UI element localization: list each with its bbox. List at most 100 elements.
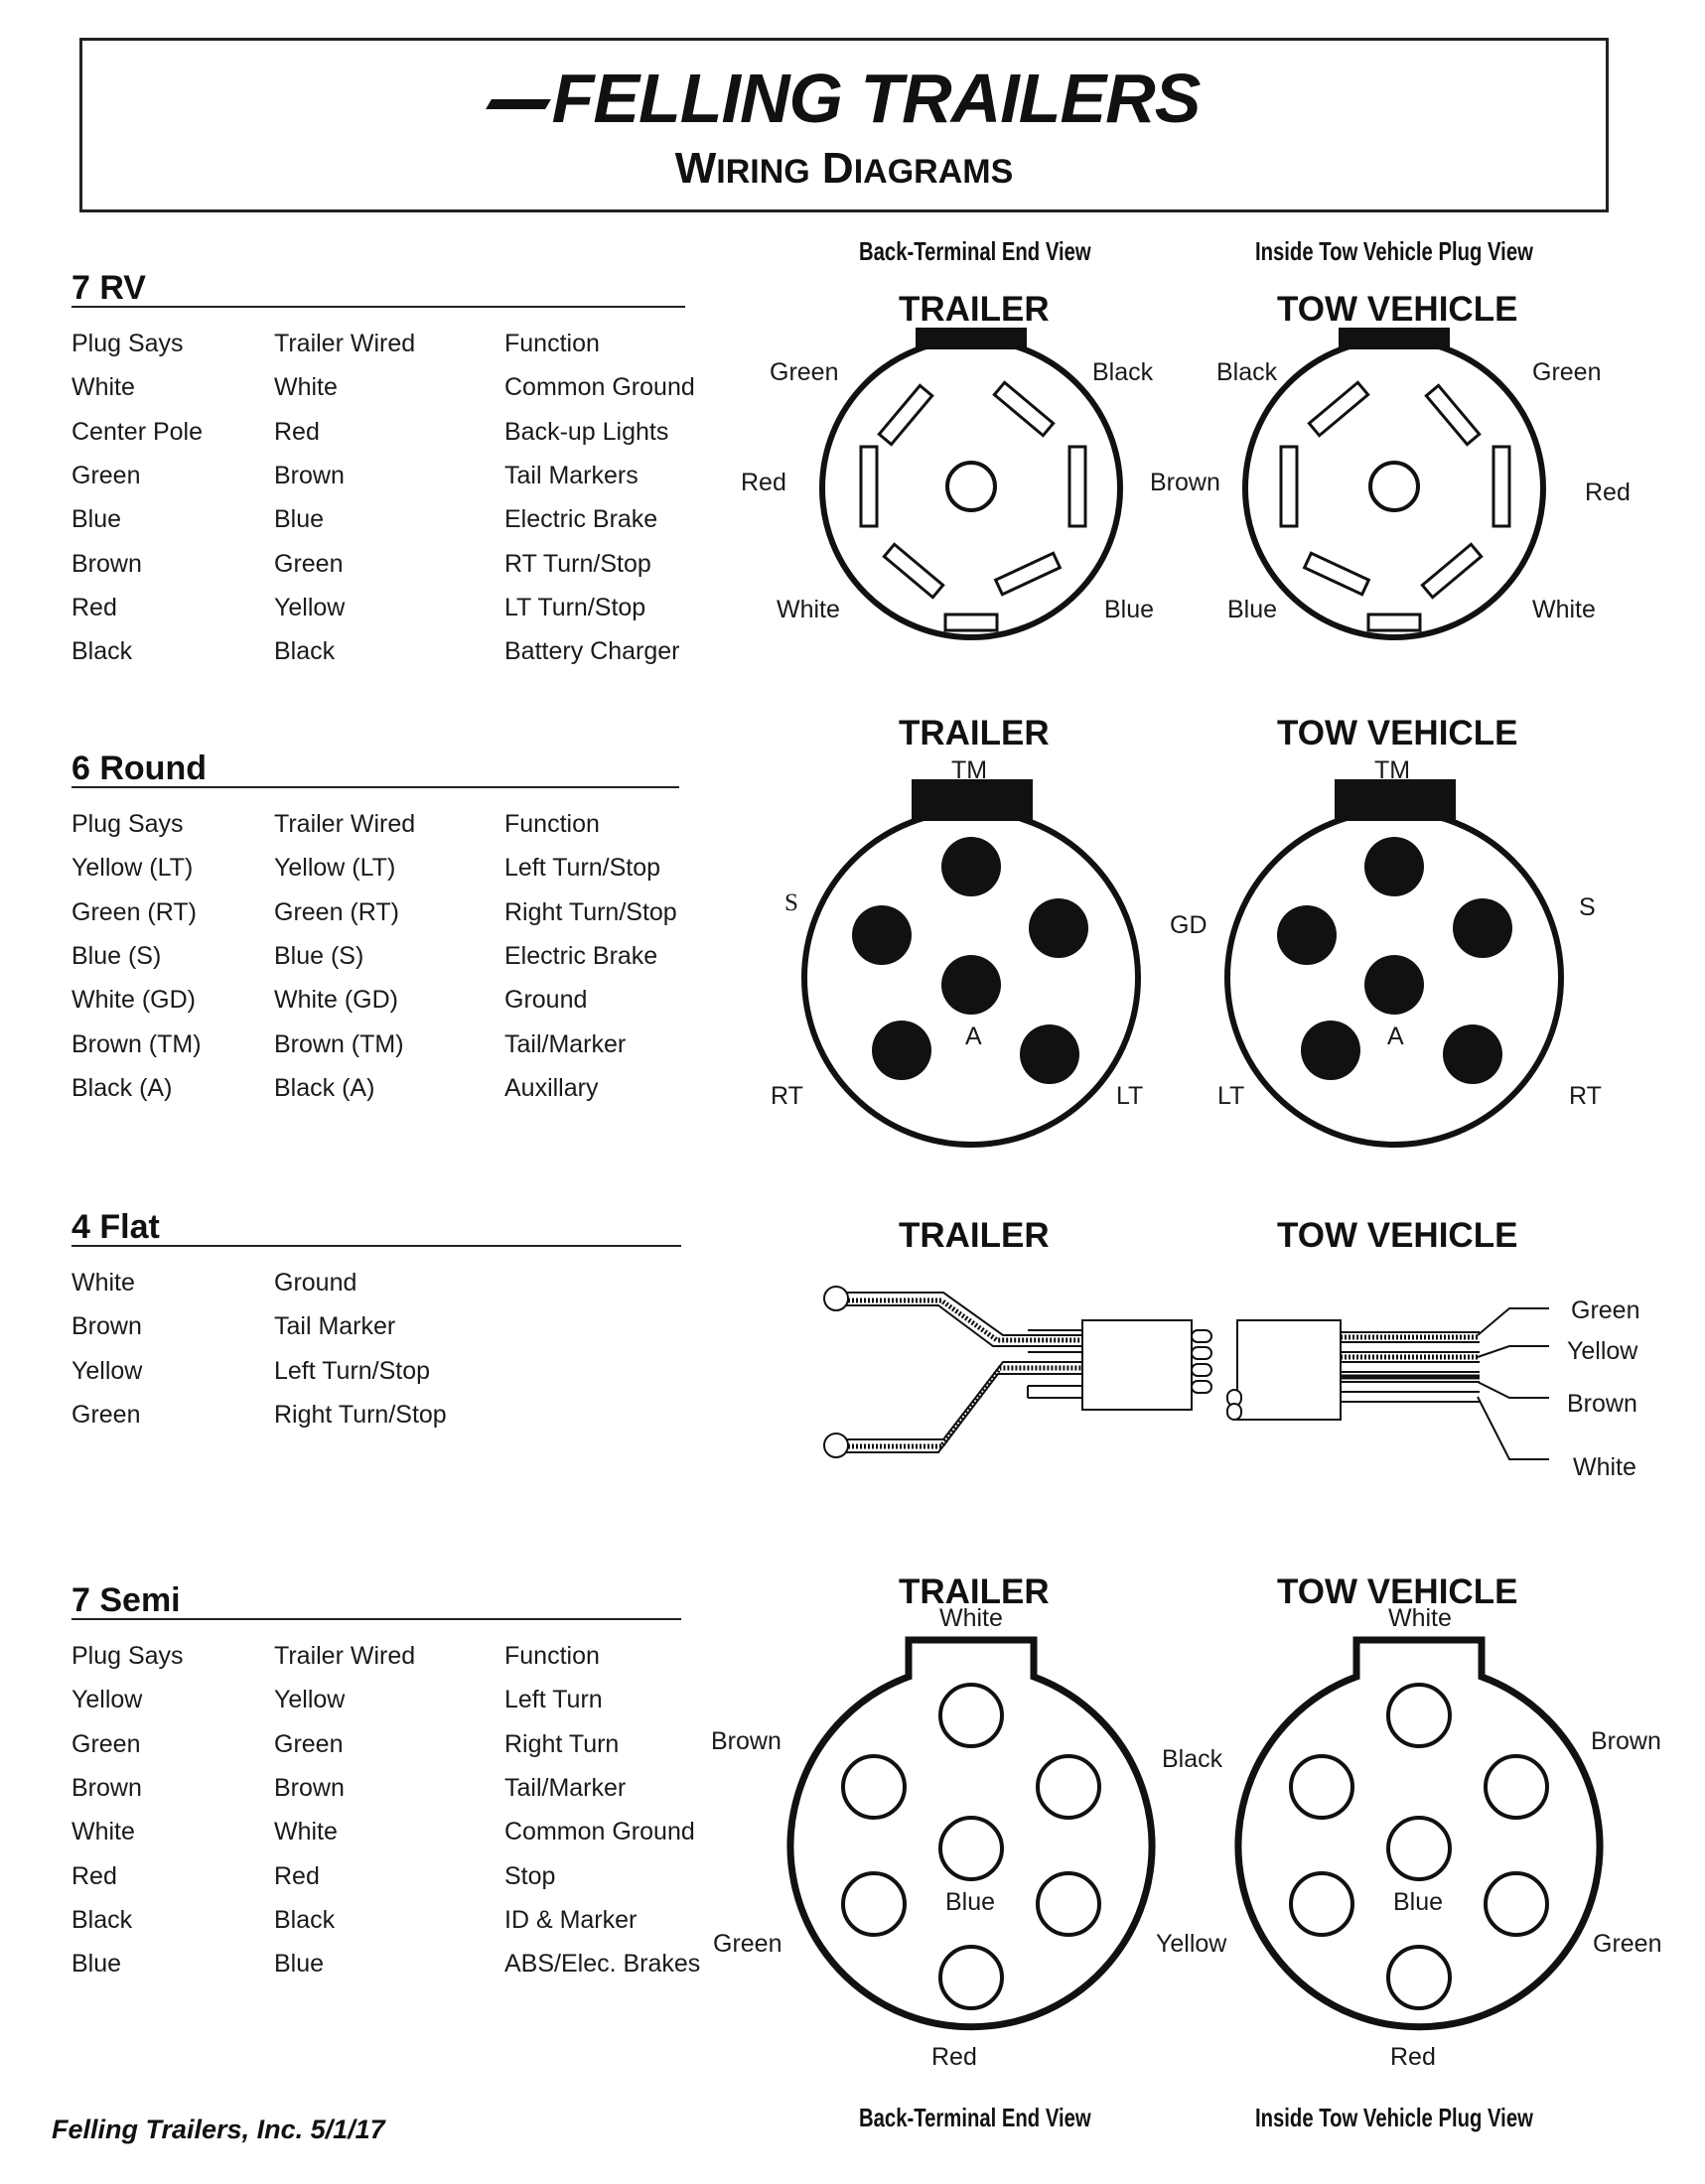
table-cell: Common Ground (504, 373, 695, 402)
table-header-cell: Plug Says (71, 1642, 184, 1670)
rv7-trailer-label-br: Blue (1104, 596, 1155, 623)
table-cell: Brown (71, 549, 142, 578)
table-cell: Green (RT) (274, 897, 399, 926)
table-cell: Left Turn (504, 1686, 603, 1714)
table-cell: White (274, 1818, 338, 1846)
table-cell: Center Pole (71, 417, 204, 446)
table-cell: Black (274, 637, 336, 666)
table-header-cell: Function (504, 330, 600, 357)
table-cell: Yellow (LT) (71, 854, 194, 883)
semi7-trailer-label-tl: Brown (711, 1727, 781, 1755)
table-cell: Brown (71, 1773, 142, 1802)
table-header-cell: Trailer Wired (274, 1642, 416, 1670)
rv7-trailer-label-ml: Red (741, 469, 786, 496)
flat4-wire-label-brown: Brown (1567, 1390, 1637, 1418)
round6-tow-label-br: RT (1569, 1082, 1602, 1110)
flat4-wire-label-white: White (1573, 1453, 1636, 1481)
flat4-trailer-head: TRAILER (899, 1216, 1050, 1255)
table-header-cell: Plug Says (71, 330, 184, 357)
round6-trailer-plug (801, 779, 1141, 1148)
table-cell: Blue (71, 505, 122, 534)
round6-trailer-label-center: A (965, 1023, 982, 1050)
table-cell: Brown (TM) (71, 1029, 202, 1058)
table-cell: Red (71, 593, 117, 621)
table-cell: Black (71, 637, 133, 666)
table-header-cell: Function (504, 810, 600, 838)
flat4-connector-drawing (823, 1286, 1549, 1460)
round6-trailer-label-bl: RT (771, 1082, 803, 1110)
table-cell: Right Turn/Stop (274, 1400, 447, 1429)
table-cell: Black (274, 1905, 336, 1934)
round6-trailer-label-s: S (784, 889, 798, 916)
header-box: FELLING TRAILERS WIRING DIAGRAMS (79, 38, 1609, 212)
table-cell: Green (RT) (71, 897, 197, 926)
rv7-tow-label-bl: Blue (1227, 596, 1278, 623)
table-cell: Yellow (LT) (274, 854, 396, 883)
table-header-cell: Trailer Wired (274, 810, 416, 838)
table-cell: Black (A) (274, 1073, 375, 1102)
table-cell: Blue (274, 1950, 325, 1979)
semi7-trailer-label-tr: Black (1162, 1745, 1223, 1773)
table-cell: Brown (274, 461, 345, 489)
table-cell: Tail/Marker (504, 1029, 627, 1058)
table-cell: Green (71, 461, 141, 489)
section-title-7semi: 7 Semi (71, 1582, 681, 1620)
table-cell: Blue (S) (274, 941, 364, 970)
table-cell: White (GD) (274, 986, 398, 1015)
semi7-trailer-label-br: Yellow (1156, 1930, 1227, 1958)
rv7-trailer-label-mr: Brown (1150, 469, 1220, 496)
table-cell: Red (274, 417, 320, 446)
table-cell: Blue (274, 505, 325, 534)
company-logo: FELLING TRAILERS (82, 59, 1606, 138)
rv7-tow-head: TOW VEHICLE (1277, 290, 1518, 329)
table-cell: Left Turn/Stop (274, 1356, 431, 1385)
table-cell: Yellow (274, 593, 346, 621)
rv7-tow-label-br: White (1532, 596, 1596, 623)
table-cell: White (71, 1818, 135, 1846)
table-cell: Black (71, 1905, 133, 1934)
round6-tow-plug (1224, 779, 1564, 1148)
table-cell: Ground (504, 986, 588, 1015)
table-header-cell: Trailer Wired (274, 330, 416, 357)
round6-tow-label-top: TM (1374, 756, 1411, 784)
round6-trailer-head: TRAILER (899, 714, 1050, 752)
table-cell: Green (274, 1729, 344, 1758)
table-cell: White (71, 1269, 135, 1297)
table-cell: Tail Marker (274, 1312, 396, 1341)
round6-tow-label-center: A (1387, 1023, 1404, 1050)
table-cell: ID & Marker (504, 1905, 638, 1934)
table-cell: Back-up Lights (504, 417, 669, 446)
rv7-trailer-label-tl: Green (770, 358, 839, 386)
table-cell: Blue (71, 1950, 122, 1979)
table-cell: Electric Brake (504, 941, 658, 970)
semi7-tow-label-bottom: Red (1390, 2043, 1436, 2071)
table-cell: Common Ground (504, 1818, 695, 1846)
table-cell: White (274, 373, 338, 402)
table-cell: White (GD) (71, 986, 196, 1015)
flat4-wire-label-green: Green (1571, 1297, 1640, 1324)
table-cell: Battery Charger (504, 637, 680, 666)
flat4-wire-label-yellow: Yellow (1567, 1337, 1638, 1365)
round6-tow-label-bl: LT (1217, 1082, 1245, 1110)
rv7-trailer-plug (819, 328, 1123, 640)
semi7-tow-label-br: Green (1593, 1930, 1662, 1958)
back-view-label-top: Back-Terminal End View (859, 236, 1091, 266)
round6-tow-head: TOW VEHICLE (1277, 714, 1518, 752)
table-header-cell: Plug Says (71, 810, 184, 838)
section-title-6round: 6 Round (71, 751, 679, 788)
rv7-trailer-label-tr: Black (1092, 358, 1154, 386)
semi7-tow-label-top: White (1388, 1604, 1452, 1632)
table-cell: Brown (TM) (274, 1029, 404, 1058)
semi7-tow-label-tr: Brown (1591, 1727, 1661, 1755)
semi7-trailer-label-center: Blue (945, 1888, 996, 1916)
table-cell: Yellow (71, 1356, 143, 1385)
table-header-cell: Function (504, 1642, 600, 1670)
table-cell: Ground (274, 1269, 357, 1297)
round6-trailer-label-gd: GD (1170, 911, 1208, 939)
round6-trailer-label-br: LT (1116, 1082, 1144, 1110)
table-cell: Brown (71, 1312, 142, 1341)
table-cell: Green (71, 1400, 141, 1429)
table-cell: Brown (274, 1773, 345, 1802)
rv7-tow-label-tr: Green (1532, 358, 1602, 386)
